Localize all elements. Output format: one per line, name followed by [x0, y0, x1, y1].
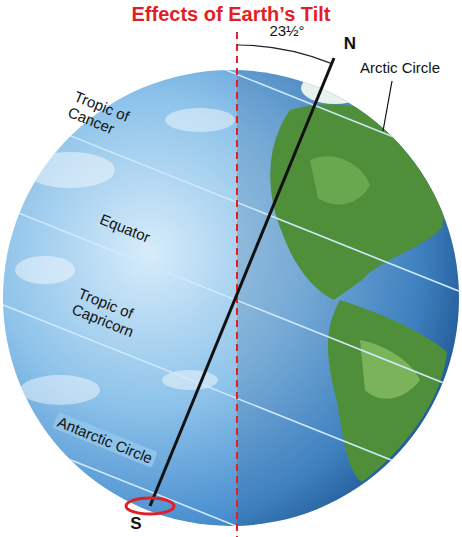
pole-label: S: [130, 514, 141, 534]
vertical-reference: [236, 32, 238, 537]
circle-label: Arctic Circle: [360, 59, 440, 76]
continents: [270, 72, 462, 482]
earth-axis: [150, 58, 334, 506]
pole-label: N: [344, 34, 356, 54]
angle-label-anchor: 23½°: [269, 22, 304, 39]
diagram-title: Effects of Earth’s Tilt: [132, 3, 331, 26]
angle-label: 23½°: [269, 22, 304, 39]
pole-label-anchor: S: [130, 514, 141, 534]
shaded-half: [237, 60, 462, 537]
rotation-ring: [126, 498, 174, 514]
pole-label-anchor: N: [344, 34, 356, 54]
clouds: [15, 108, 235, 405]
leader-line: [383, 81, 392, 131]
diagram-title-anchor: Effects of Earth’s Tilt: [132, 3, 331, 26]
angle-arc: [237, 45, 332, 64]
circle-label-anchor: Arctic Circle: [360, 59, 440, 76]
